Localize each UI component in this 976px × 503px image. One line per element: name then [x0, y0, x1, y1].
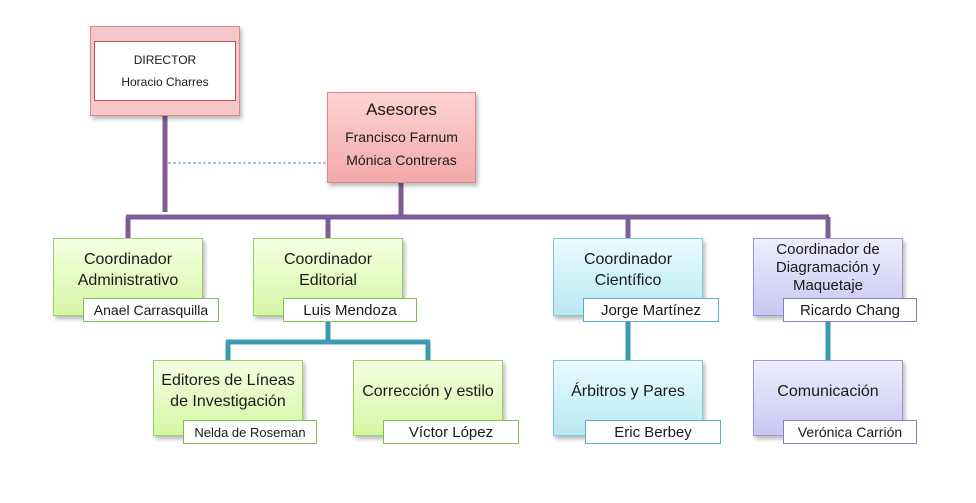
coordinator-cientifico-name: Jorge Martínez: [583, 298, 719, 322]
unit-arbitros-title: Árbitros y Pares: [571, 382, 685, 400]
unit-correccion-title: Corrección y estilo: [362, 382, 494, 400]
coordinator-administrativo-name: Anael Carrasquilla: [83, 298, 219, 322]
unit-arbitros-box: Árbitros y Pares: [553, 360, 703, 436]
director-box: DIRECTOR Horacio Charres: [90, 26, 240, 116]
unit-comunicacion-title: Comunicación: [777, 382, 879, 400]
coordinator-administrativo-title: Coordinador Administrativo: [77, 251, 179, 289]
asesor-member-2: Mónica Contreras: [346, 152, 457, 168]
coordinator-diagramacion-name: Ricardo Chang: [783, 298, 917, 322]
coordinator-editorial-name: Luis Mendoza: [283, 298, 417, 322]
coordinator-diagramacion-title: Coordinador de Diagramación y Maquetaje: [775, 241, 881, 294]
coordinator-editorial-title: Coordinador Editorial: [283, 251, 373, 289]
unit-correccion-name: Víctor López: [383, 420, 519, 444]
coordinator-cientifico-title: Coordinador Científico: [583, 251, 673, 289]
director-name: Horacio Charres: [121, 75, 209, 89]
unit-editores-name: Nelda de Roseman: [183, 420, 317, 444]
unit-comunicacion-name: Verónica Carrión: [783, 420, 917, 444]
unit-arbitros-name: Eric Berbey: [585, 420, 721, 444]
asesor-member-1: Francisco Farnum: [345, 129, 458, 145]
director-role: DIRECTOR: [133, 53, 197, 67]
asesores-title: Asesores: [366, 100, 437, 119]
director-inner-frame: DIRECTOR Horacio Charres: [94, 41, 236, 101]
asesores-box: Asesores Francisco Farnum Mónica Contrer…: [327, 92, 476, 183]
unit-editores-title: Editores de Líneas de Investigación: [161, 372, 295, 410]
